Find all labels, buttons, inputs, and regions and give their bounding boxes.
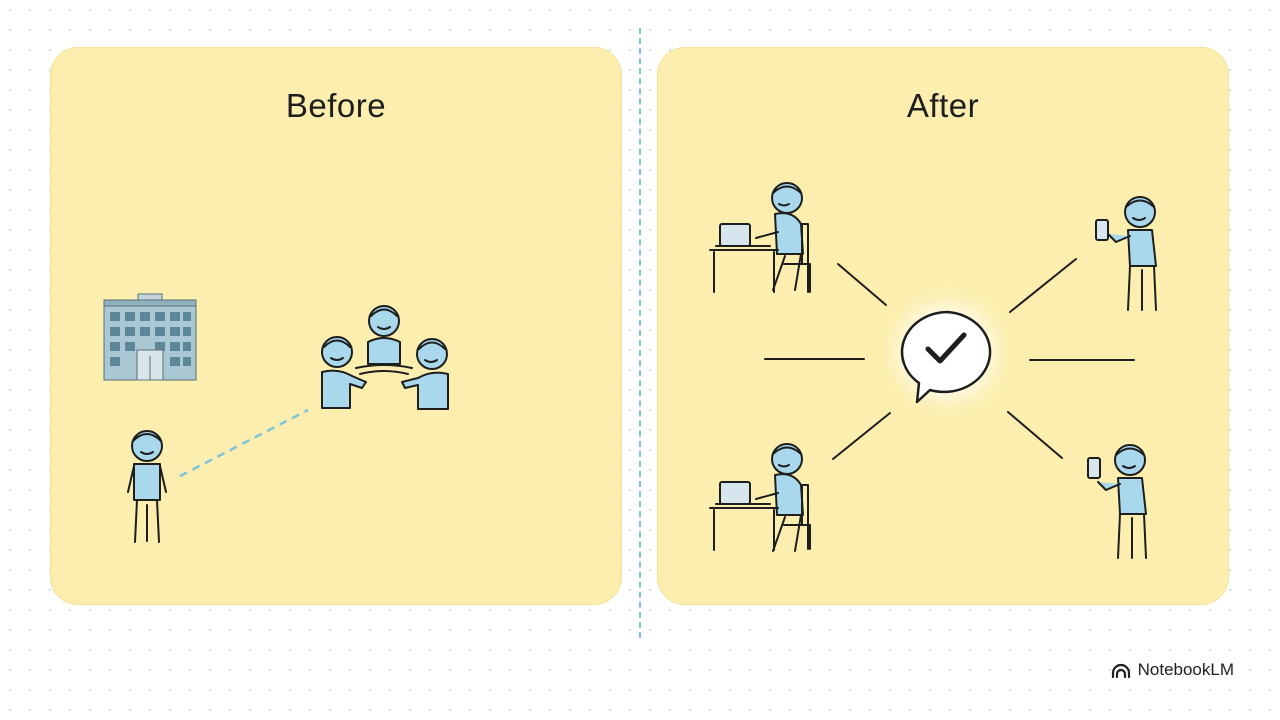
brand-name: NotebookLM xyxy=(1137,660,1234,679)
notebooklm-logo-icon xyxy=(1111,663,1130,678)
laptop-desk-person-icon-top xyxy=(709,182,811,293)
center-divider xyxy=(639,28,641,638)
before-title: Before xyxy=(285,87,387,124)
notebooklm-brand: NotebookLM xyxy=(1111,660,1234,680)
office-building-icon xyxy=(103,293,197,381)
phone-person-icon-bottom xyxy=(1087,444,1147,559)
after-title: After xyxy=(906,87,980,124)
connection-lines xyxy=(764,258,1135,460)
phone-person-icon-top xyxy=(1095,196,1157,311)
meeting-group-icon xyxy=(321,305,449,410)
remote-link-dashed-line xyxy=(179,408,309,478)
laptop-desk-person-icon-bottom xyxy=(709,443,811,552)
checkmark-chat-bubble-icon xyxy=(875,280,1019,424)
remote-person-icon xyxy=(127,430,167,543)
